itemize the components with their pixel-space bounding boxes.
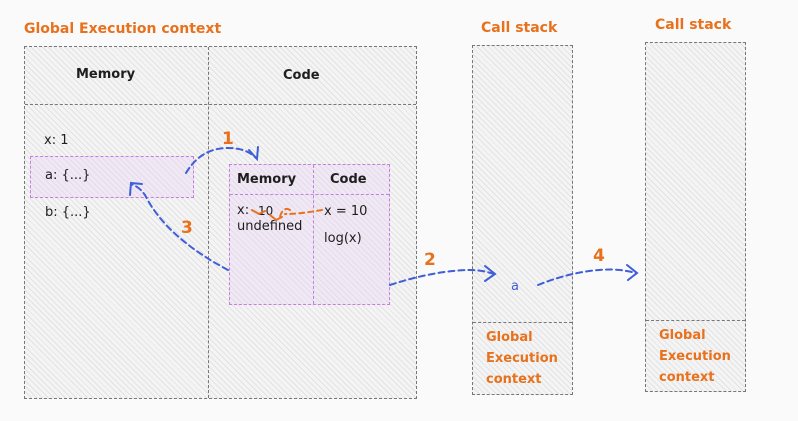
assign-arrow-path	[284, 209, 323, 215]
call-stack-1-divider	[473, 322, 572, 323]
strike-mark-1	[251, 209, 266, 216]
function-code-header: Code	[330, 172, 367, 187]
memory-code-divider	[208, 47, 209, 398]
call-stack-1-box	[472, 45, 573, 395]
arrow-4-path	[537, 268, 637, 286]
function-code-line-2: log(x)	[324, 231, 362, 246]
call-stack-2-divider	[646, 320, 745, 321]
memory-var-b: b: {...}	[45, 205, 91, 220]
function-memory-header: Memory	[237, 172, 297, 187]
global-context-title: Global Execution context	[24, 21, 222, 37]
call-stack-2-global-line-1: Global	[659, 328, 706, 343]
call-stack-2-global-context: Global Execution context	[659, 325, 731, 388]
global-context-box	[24, 46, 417, 399]
function-memory-x-label: x:	[237, 203, 250, 218]
memory-var-a: a: {...}	[45, 168, 91, 183]
call-stack-1-global-line-3: context	[486, 372, 542, 387]
call-stack-1-item-a: a	[511, 279, 519, 294]
function-context-box	[229, 164, 390, 305]
call-stack-1-title: Call stack	[481, 20, 558, 36]
strike-mark-2	[269, 214, 283, 222]
arrow-1-path	[185, 146, 257, 174]
step-number-1: 1	[222, 129, 234, 149]
memory-var-x: x: 1	[44, 133, 69, 148]
call-stack-1-global-line-2: Execution	[486, 351, 558, 366]
call-stack-1-global-context: Global Execution context	[486, 327, 558, 390]
arrow-3-path	[130, 183, 229, 271]
function-memory-x-old-value: undefined	[237, 219, 303, 234]
arrow-3-head	[129, 181, 143, 196]
global-memory-header: Memory	[76, 67, 136, 82]
global-code-header: Code	[283, 68, 320, 83]
step-number-4: 4	[593, 246, 605, 266]
step-number-3: 3	[181, 218, 193, 238]
call-stack-2-box	[645, 42, 746, 392]
call-stack-2-global-line-3: context	[659, 370, 715, 385]
arrow-2-head	[484, 265, 497, 282]
arrow-4-head	[626, 264, 639, 281]
step-number-2: 2	[424, 250, 436, 270]
arrow-2-path	[389, 268, 495, 286]
arrow-1-head	[248, 146, 259, 162]
call-stack-1-global-line-1: Global	[486, 330, 533, 345]
function-code-line-1: x = 10	[324, 204, 368, 219]
call-stack-2-global-line-2: Execution	[659, 349, 731, 364]
memory-var-a-highlight	[30, 156, 194, 198]
call-stack-2-title: Call stack	[655, 17, 732, 33]
header-divider	[25, 104, 416, 105]
function-context-header-divider	[230, 194, 389, 195]
function-context-divider	[313, 165, 314, 304]
